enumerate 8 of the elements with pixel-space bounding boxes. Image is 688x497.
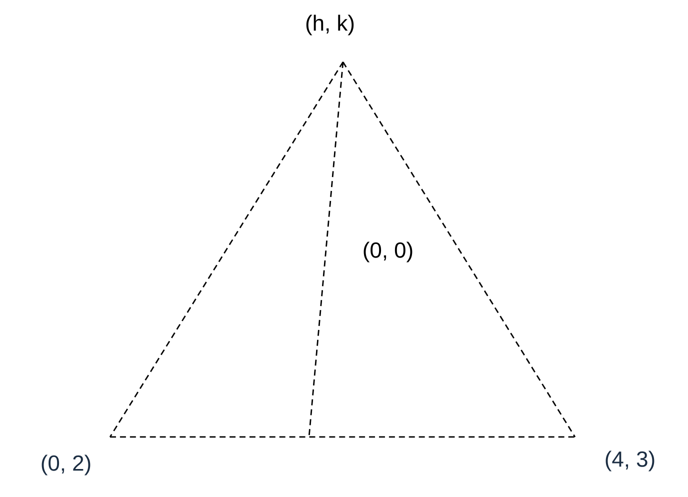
dashed-line xyxy=(342,62,576,438)
point-label: (0, 0) xyxy=(364,242,412,262)
dashed-line xyxy=(109,62,344,438)
label-text: (h, k) xyxy=(306,14,354,36)
vertex-label: (0, 2) xyxy=(42,454,90,476)
vertex-label: (4, 3) xyxy=(606,450,654,472)
dashed-line xyxy=(308,62,344,438)
dashed-line xyxy=(110,436,575,438)
